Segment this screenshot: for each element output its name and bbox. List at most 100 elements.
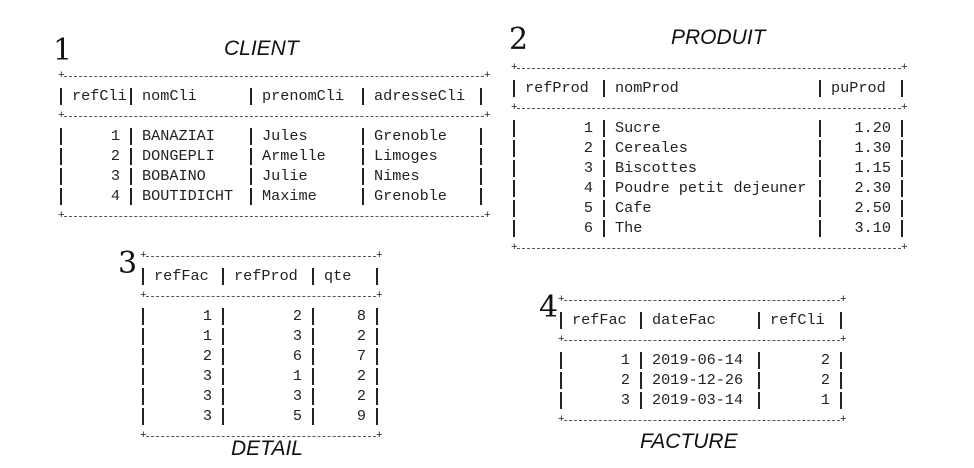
table-row: 2 6 7 bbox=[140, 346, 382, 366]
table-cell: 2 bbox=[202, 347, 212, 365]
table-cell: 3 bbox=[292, 387, 302, 405]
table-border-header: ++ bbox=[558, 334, 847, 346]
table-cell: 2 bbox=[820, 371, 830, 389]
header-row: refFac refProd qte bbox=[140, 266, 382, 286]
table-cell: 2 bbox=[356, 367, 366, 385]
table-border-top: ++ bbox=[58, 70, 491, 82]
table-cell: 1 bbox=[202, 327, 212, 345]
table-cell: 2019-06-14 bbox=[652, 351, 744, 369]
produit-title: PRODUIT bbox=[671, 26, 766, 49]
table-cell: Cafe bbox=[615, 199, 652, 217]
table-cell: 2019-12-26 bbox=[652, 371, 744, 389]
facture-number: 4 bbox=[539, 290, 559, 325]
table-cell: 2 bbox=[356, 327, 366, 345]
detail-number: 3 bbox=[118, 246, 138, 281]
table-cell: 1 bbox=[292, 367, 302, 385]
table-cell: Nimes bbox=[374, 167, 420, 185]
table-row: 5 Cafe 2.50 bbox=[511, 198, 907, 218]
column-header: refCli bbox=[72, 87, 127, 105]
detail-title: DETAIL bbox=[231, 437, 303, 460]
table-cell: BOBAINO bbox=[142, 167, 206, 185]
table-cell: 2019-03-14 bbox=[652, 391, 744, 409]
table-border-header: ++ bbox=[511, 102, 908, 114]
table-cell: 9 bbox=[356, 407, 366, 425]
table-cell: 3 bbox=[620, 391, 630, 409]
table-row: 1 2019-06-14 2 bbox=[558, 350, 846, 370]
table-cell: 4 bbox=[110, 187, 120, 205]
column-header: refFac bbox=[154, 267, 209, 285]
table-cell: 4 bbox=[583, 179, 593, 197]
table-cell: Limoges bbox=[374, 147, 438, 165]
table-border-top: ++ bbox=[511, 62, 908, 74]
table-cell: The bbox=[615, 219, 643, 237]
table-cell: 3 bbox=[583, 159, 593, 177]
table-cell: Grenoble bbox=[374, 187, 447, 205]
table-border-bottom: ++ bbox=[58, 210, 491, 222]
table-cell: 1 bbox=[110, 127, 120, 145]
table-cell: 8 bbox=[356, 307, 366, 325]
table-cell: 2 bbox=[356, 387, 366, 405]
client-number: 1 bbox=[53, 33, 73, 68]
column-header: refProd bbox=[234, 267, 298, 285]
table-cell: 6 bbox=[292, 347, 302, 365]
table-cell: 2 bbox=[620, 371, 630, 389]
table-cell: 5 bbox=[583, 199, 593, 217]
table-cell: Julie bbox=[262, 167, 308, 185]
table-row: 3 Biscottes 1.15 bbox=[511, 158, 907, 178]
table-border-bottom: ++ bbox=[558, 414, 847, 426]
column-header: nomProd bbox=[615, 79, 679, 97]
client-title: CLIENT bbox=[224, 37, 299, 60]
table-cell: Sucre bbox=[615, 119, 661, 137]
table-row: 1 3 2 bbox=[140, 326, 382, 346]
column-header: dateFac bbox=[652, 311, 716, 329]
table-border-header: ++ bbox=[140, 290, 383, 302]
column-header: adresseCli bbox=[374, 87, 466, 105]
header-row: refFac dateFac refCli bbox=[558, 310, 846, 330]
facture-title: FACTURE bbox=[640, 430, 738, 453]
produit-number: 2 bbox=[509, 22, 529, 57]
table-cell: 1 bbox=[820, 391, 830, 409]
table-cell: 2 bbox=[583, 139, 593, 157]
column-header: refFac bbox=[572, 311, 627, 329]
table-cell: 5 bbox=[292, 407, 302, 425]
table-cell: 2 bbox=[820, 351, 830, 369]
table-cell: BANAZIAI bbox=[142, 127, 215, 145]
table-cell: Biscottes bbox=[615, 159, 698, 177]
table-cell: Armelle bbox=[262, 147, 326, 165]
header-row: refProd nomProd puProd bbox=[511, 78, 907, 98]
column-header: puProd bbox=[831, 79, 886, 97]
table-cell: 2.50 bbox=[854, 199, 891, 217]
table-cell: 3.10 bbox=[854, 219, 891, 237]
table-cell: 2 bbox=[110, 147, 120, 165]
column-header: refProd bbox=[525, 79, 589, 97]
table-cell: Jules bbox=[262, 127, 308, 145]
table-border-top: ++ bbox=[558, 294, 847, 306]
table-row: 2 2019-12-26 2 bbox=[558, 370, 846, 390]
table-cell: 1.15 bbox=[854, 159, 891, 177]
table-cell: BOUTIDICHT bbox=[142, 187, 234, 205]
facture-table: ++ refFac dateFac refCli ++ 1 2019-06-14 2 2 2019… bbox=[558, 290, 847, 430]
column-header: prenomCli bbox=[262, 87, 345, 105]
column-header: qte bbox=[324, 267, 352, 285]
table-cell: 7 bbox=[356, 347, 366, 365]
table-border-bottom: ++ bbox=[140, 430, 383, 442]
table-cell: 3 bbox=[292, 327, 302, 345]
table-cell: 1 bbox=[620, 351, 630, 369]
table-cell: 2 bbox=[292, 307, 302, 325]
column-header: refCli bbox=[770, 311, 825, 329]
